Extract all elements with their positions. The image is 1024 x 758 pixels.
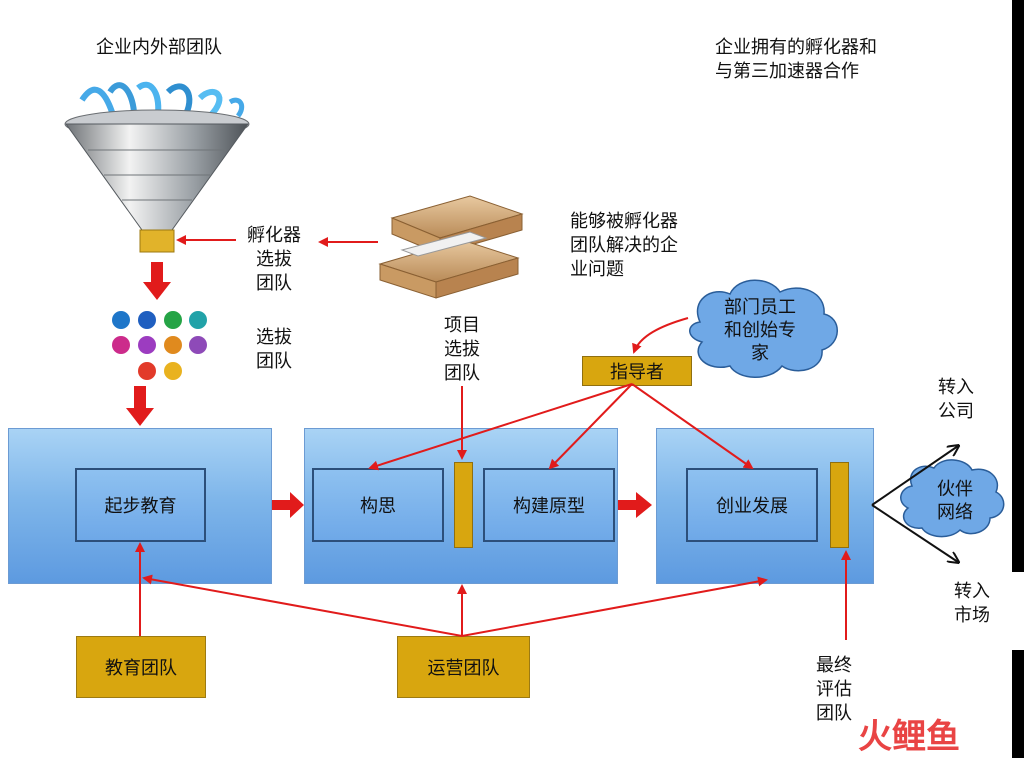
prototype-box: 构建原型 bbox=[483, 468, 615, 542]
colored-balls-icon bbox=[112, 311, 207, 380]
venture-development-box: 创业发展 bbox=[686, 468, 818, 542]
ideation-label: 构思 bbox=[360, 496, 396, 517]
cloud-icon bbox=[689, 279, 1005, 538]
arrow-mentor-to-development bbox=[631, 383, 754, 470]
operations-team-label: 运营团队 bbox=[427, 658, 500, 679]
venture-development-label: 创业发展 bbox=[716, 496, 788, 517]
funnel-icon bbox=[64, 81, 250, 253]
selection-team-label: 选拔 团队 bbox=[256, 327, 292, 372]
startup-education-box: 起步教育 bbox=[75, 468, 206, 542]
problems-label: 能够被孵化器 团队解决的企 业问题 bbox=[570, 211, 678, 280]
watermark-text: 火鲤鱼 bbox=[858, 717, 960, 757]
document-trays-icon bbox=[378, 195, 524, 299]
arrow-mentor-to-ideation bbox=[368, 383, 633, 471]
final-evaluation-gate bbox=[830, 462, 849, 548]
partner-network-label: 伙伴 网络 bbox=[937, 479, 973, 523]
watermark-logo: 火鲤鱼 bbox=[858, 717, 960, 757]
mentors-box: 指导者 bbox=[582, 356, 692, 386]
project-selection-team-label: 项目 选拔 团队 bbox=[444, 315, 480, 384]
transfer-market-label: 转入 市场 bbox=[954, 581, 990, 626]
arrow-operations-to-education bbox=[142, 574, 463, 637]
mentors-label: 指导者 bbox=[610, 362, 664, 383]
edge-strip-bottom bbox=[1012, 650, 1024, 758]
arrow-to-company bbox=[871, 446, 958, 506]
incubator-partner-label: 企业拥有的孵化器和 与第三加速器合作 bbox=[715, 37, 877, 82]
balls-down-arrow bbox=[126, 386, 154, 426]
startup-education-label: 起步教育 bbox=[104, 496, 177, 517]
operations-team-box: 运营团队 bbox=[397, 636, 530, 698]
arrow-mentor-to-prototype bbox=[548, 383, 633, 470]
internal-external-team-label: 企业内外部团队 bbox=[96, 37, 222, 58]
mentor-sources-label: 部门员工 和创始专 家 bbox=[724, 297, 796, 364]
ideation-box: 构思 bbox=[312, 468, 444, 542]
stage-connector-arrows bbox=[272, 492, 652, 518]
final-evaluation-team-label: 最终 评估 团队 bbox=[816, 655, 852, 724]
arrow-cloud-to-mentor bbox=[632, 317, 689, 354]
funnel-down-arrow bbox=[143, 262, 171, 300]
edge-strip-top bbox=[1012, 0, 1024, 572]
transfer-company-label: 转入 公司 bbox=[938, 377, 974, 422]
incubator-selection-team-label: 孵化器 选拔 团队 bbox=[247, 225, 301, 294]
education-team-label: 教育团队 bbox=[105, 658, 177, 679]
education-team-box: 教育团队 bbox=[76, 636, 206, 698]
prototype-label: 构建原型 bbox=[513, 496, 585, 517]
arrow-operations-to-development bbox=[461, 576, 768, 637]
project-selection-gate bbox=[454, 462, 473, 548]
arrow-to-market bbox=[871, 504, 958, 562]
